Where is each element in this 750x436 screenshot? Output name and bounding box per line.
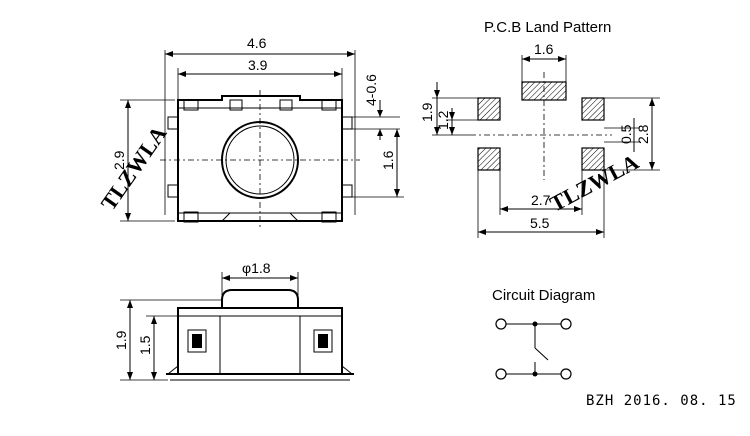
circuit-title: Circuit Diagram bbox=[492, 287, 595, 304]
dim-pad-width: 1.6 bbox=[534, 41, 554, 57]
land-pattern: P.C.B Land Pattern 1.6 1.9 1.2 bbox=[419, 19, 660, 238]
dim-height: 2.9 bbox=[111, 150, 127, 170]
terminal-4 bbox=[560, 368, 572, 380]
date-stamp: BZH 2016. 08. 15 bbox=[586, 393, 737, 409]
pad-bottom-right bbox=[581, 147, 605, 171]
pad-top-right bbox=[581, 97, 605, 121]
dim-height-inner: 1.2 bbox=[435, 110, 451, 130]
side-view: φ1.8 1.9 1.5 bbox=[113, 260, 354, 381]
top-view: 4.6 3.9 2.9 bbox=[111, 35, 404, 228]
dim-width-outer: 4.6 bbox=[247, 35, 267, 51]
circuit-diagram: Circuit Diagram bbox=[492, 287, 595, 380]
dim-height-outer: 1.9 bbox=[419, 102, 435, 122]
dim-total-width: 5.5 bbox=[530, 215, 550, 231]
dim-height-right: 2.8 bbox=[635, 124, 651, 144]
dim-pin-pitch: 4-0.6 bbox=[363, 74, 379, 106]
dim-pitch-bottom: 2.7 bbox=[531, 192, 551, 208]
pad-top-left bbox=[477, 97, 501, 121]
dim-button: φ1.8 bbox=[242, 260, 271, 276]
terminal-1 bbox=[495, 318, 507, 330]
land-pattern-title: P.C.B Land Pattern bbox=[484, 19, 611, 36]
terminal-2 bbox=[560, 318, 572, 330]
dim-pin-span: 1.6 bbox=[380, 150, 396, 170]
watermark-left: TLZWLA bbox=[96, 121, 172, 215]
terminal-3 bbox=[495, 368, 507, 380]
dim-width-inner: 3.9 bbox=[248, 57, 268, 73]
side-dim-height-inner: 1.5 bbox=[137, 335, 153, 355]
dim-pad-small: 0.5 bbox=[618, 124, 634, 144]
side-dim-height-outer: 1.9 bbox=[113, 330, 129, 350]
pad-bottom-left bbox=[477, 147, 501, 171]
